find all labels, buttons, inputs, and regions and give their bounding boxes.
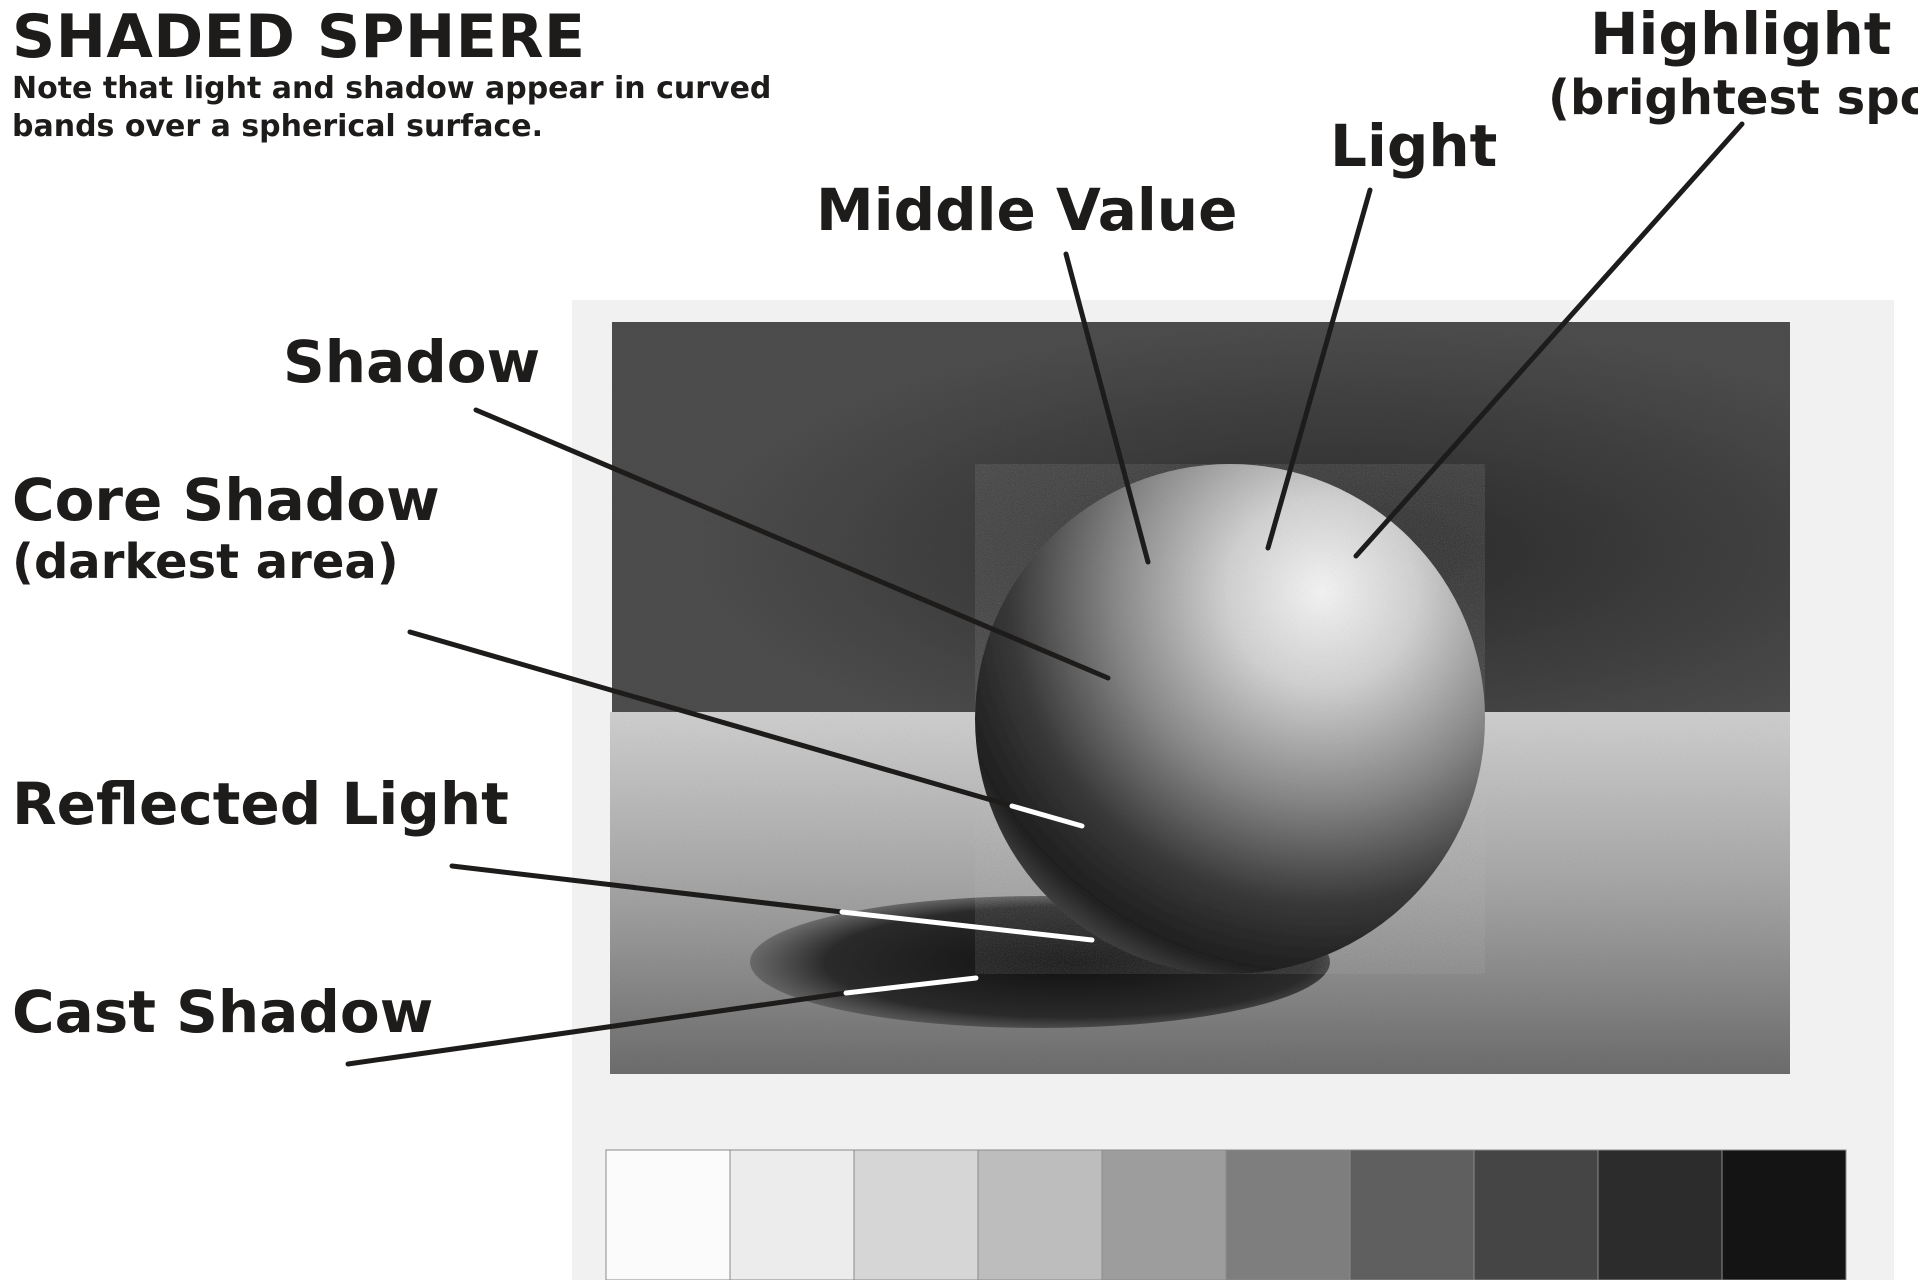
value-scale-step <box>1722 1150 1846 1280</box>
label-reflected-light: Reflected Light <box>12 770 509 838</box>
label-highlight-subtitle: (brightest spot) <box>1548 70 1904 126</box>
value-scale-step <box>1102 1150 1226 1280</box>
page-title: SHADED SPHERE <box>12 2 585 72</box>
label-core-shadow-subtitle: (darkest area) <box>12 534 440 590</box>
label-shadow: Shadow <box>283 328 540 396</box>
label-middle-value: Middle Value <box>816 176 1237 244</box>
label-highlight-sub: (brightest spot) <box>1548 70 1904 126</box>
sphere <box>975 464 1485 974</box>
value-scale-step <box>730 1150 854 1280</box>
label-core-shadow: Core Shadow (darkest area) <box>12 466 440 590</box>
page-note: Note that light and shadow appear in cur… <box>12 70 772 146</box>
value-scale-step <box>606 1150 730 1280</box>
value-scale-step <box>1598 1150 1722 1280</box>
label-highlight: Highlight <box>1590 0 1862 68</box>
value-scale-step <box>1226 1150 1350 1280</box>
value-scale-step <box>854 1150 978 1280</box>
label-core-shadow-title: Core Shadow <box>12 466 440 534</box>
value-scale <box>606 1150 1846 1280</box>
value-scale-step <box>978 1150 1102 1280</box>
value-scale-step <box>1474 1150 1598 1280</box>
label-highlight-title: Highlight <box>1590 0 1892 68</box>
label-cast-shadow: Cast Shadow <box>12 978 433 1046</box>
label-light: Light <box>1330 112 1497 180</box>
value-scale-step <box>1350 1150 1474 1280</box>
